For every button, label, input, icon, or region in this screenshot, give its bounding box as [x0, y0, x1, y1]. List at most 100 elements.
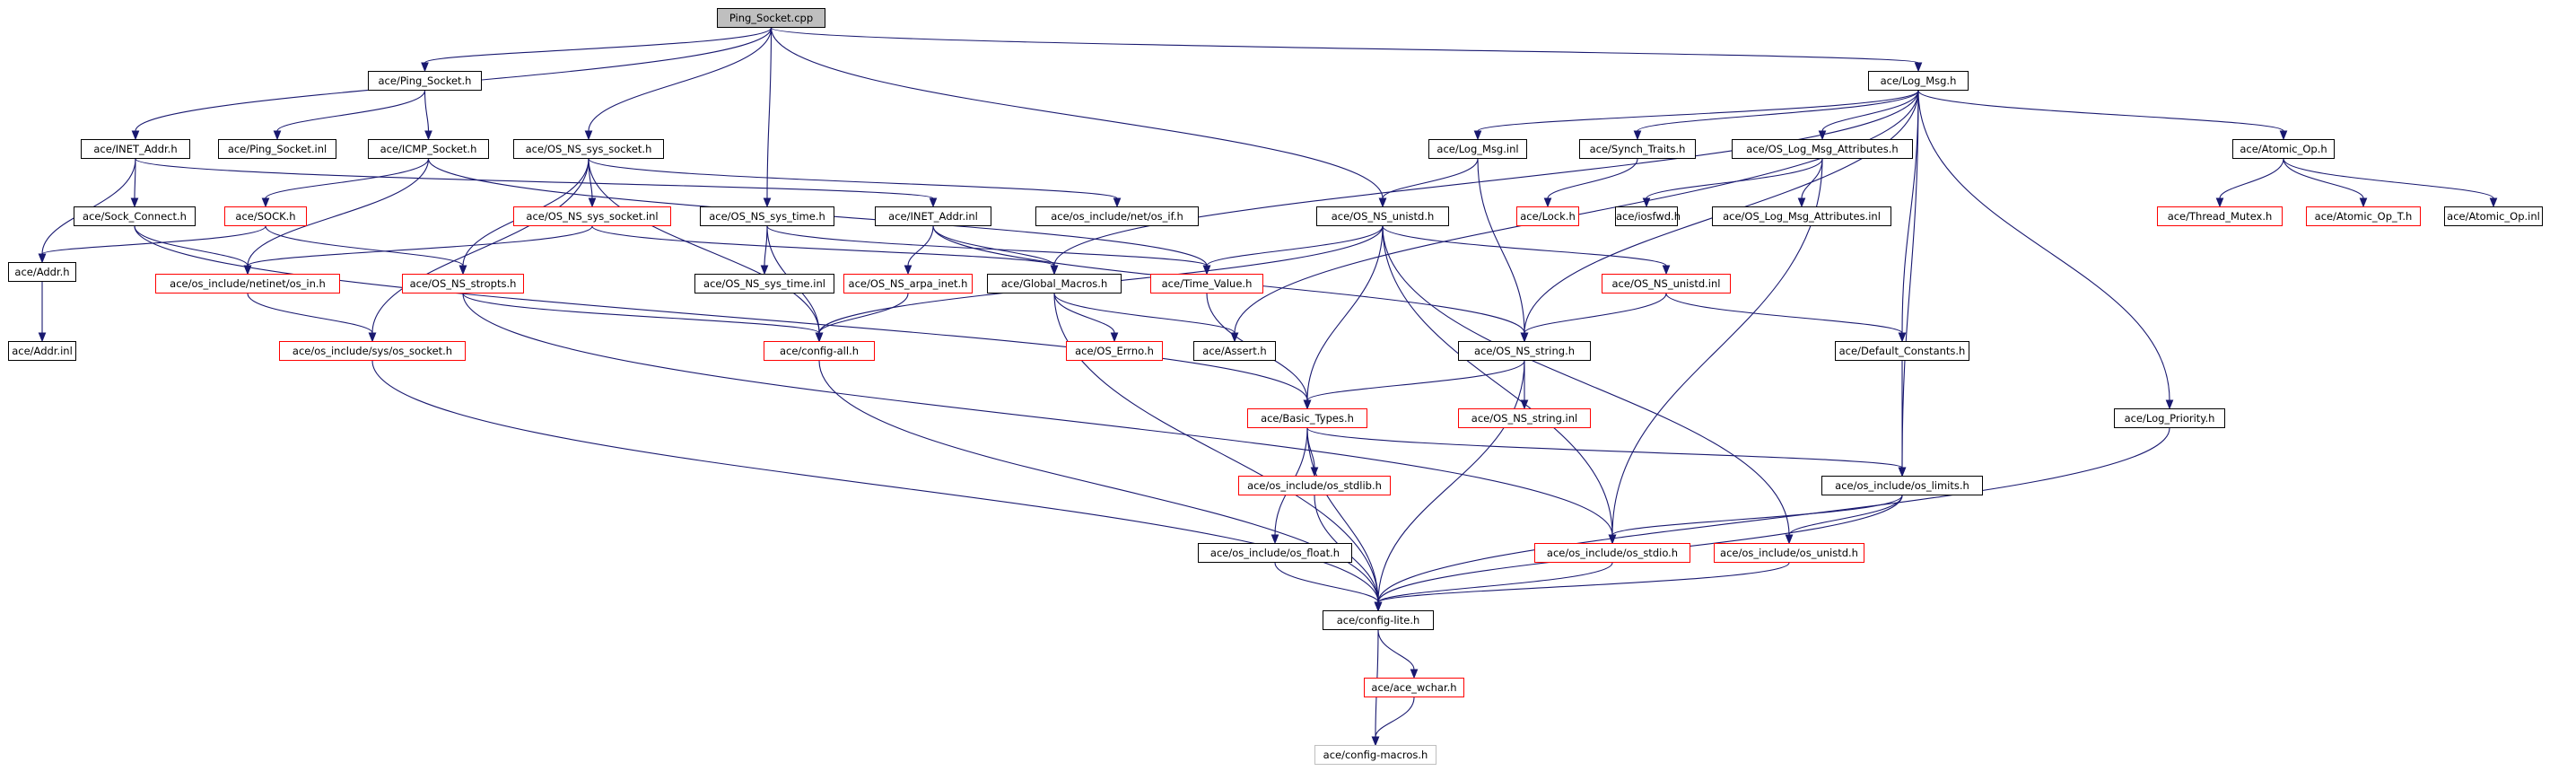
- edge-arrowhead: [1543, 197, 1552, 208]
- graph-node-ace-config-lite-h[interactable]: ace/config-lite.h: [1323, 610, 1434, 630]
- edge-arrowhead: [1110, 332, 1119, 343]
- edge-arrowhead: [1520, 399, 1529, 410]
- graph-node-ace-config-macros-h[interactable]: ace/config-macros.h: [1314, 745, 1436, 765]
- graph-node-ace-synch-traits-h[interactable]: ace/Synch_Traits.h: [1579, 139, 1696, 159]
- dependency-edges: [38, 27, 2498, 747]
- edge-n0-n14: [766, 27, 773, 199]
- edge-n9-n20: [1801, 158, 1823, 199]
- edge-n26-n45: [462, 293, 1613, 536]
- graph-node-ace-os-include-os-float-h[interactable]: ace/os_include/os_float.h: [1198, 543, 1352, 563]
- graph-node-ace-os-include-os-stdlib-h[interactable]: ace/os_include/os_stdlib.h: [1238, 476, 1391, 495]
- graph-node-ace-addr-inl[interactable]: ace/Addr.inl: [8, 341, 76, 361]
- graph-node-ace-ping-socket-h[interactable]: ace/Ping_Socket.h: [368, 71, 482, 91]
- graph-node-ace-atomic-op-h[interactable]: ace/Atomic_Op.h: [2232, 139, 2335, 159]
- graph-node-ace-atomic-op-t-h[interactable]: ace/Atomic_Op_T.h: [2306, 206, 2421, 226]
- graph-node-ace-os-ns-unistd-h[interactable]: ace/OS_NS_unistd.h: [1316, 206, 1449, 226]
- graph-node-ace-os-include-os-stdio-h[interactable]: ace/os_include/os_stdio.h: [1534, 543, 1690, 563]
- edge-n33-n47: [371, 360, 1379, 603]
- edge-arrowhead: [1202, 265, 1211, 276]
- graph-node-ace-os-ns-string-inl[interactable]: ace/OS_NS_string.inl: [1458, 408, 1591, 428]
- graph-node-ace-default-constants-h[interactable]: ace/Default_Constants.h: [1835, 341, 1969, 361]
- graph-node-ace-ace-wchar-h[interactable]: ace/ace_wchar.h: [1364, 678, 1464, 697]
- graph-node-ace-inet-addr-inl[interactable]: ace/INET_Addr.inl: [875, 206, 991, 226]
- edge-n41-n47: [1377, 427, 2170, 603]
- edge-arrowhead: [131, 130, 140, 141]
- graph-node-ace-os-include-os-unistd-h[interactable]: ace/os_include/os_unistd.h: [1714, 543, 1864, 563]
- edge-n31-n38: [1665, 293, 1903, 334]
- graph-node-ace-os-ns-string-h[interactable]: ace/OS_NS_string.h: [1458, 341, 1591, 361]
- graph-node-ace-config-all-h[interactable]: ace/config-all.h: [764, 341, 875, 361]
- edge-arrowhead: [421, 62, 429, 73]
- edge-n2-n7: [1477, 90, 1919, 132]
- edge-arrowhead: [1050, 265, 1059, 276]
- graph-node-ace-time-value-h[interactable]: ace/Time_Value.h: [1150, 274, 1263, 294]
- graph-node-ace-os-ns-sys-time-inl[interactable]: ace/OS_NS_sys_time.inl: [694, 274, 834, 294]
- edge-arrowhead: [1797, 197, 1806, 208]
- graph-node-ace-os-ns-sys-time-h[interactable]: ace/OS_NS_sys_time.h: [700, 206, 834, 226]
- edge-arrowhead: [2359, 197, 2368, 208]
- edge-n2-n43: [1901, 90, 1919, 469]
- graph-node-ace-addr-h[interactable]: ace/Addr.h: [8, 262, 76, 282]
- edge-n37-n39: [1306, 360, 1525, 401]
- graph-node-ace-sock-connect-h[interactable]: ace/Sock_Connect.h: [74, 206, 196, 226]
- edge-n17-n30: [1206, 225, 1384, 267]
- graph-node-ace-os-ns-stropts-h[interactable]: ace/OS_NS_stropts.h: [402, 274, 524, 294]
- edge-n13-n25: [247, 225, 593, 267]
- graph-node-ace-os-log-msg-attributes-h[interactable]: ace/OS_Log_Msg_Attributes.h: [1732, 139, 1913, 159]
- graph-node-ace-atomic-op-inl[interactable]: ace/Atomic_Op.inl: [2444, 206, 2543, 226]
- graph-node-ace-os-include-sys-os-socket-h[interactable]: ace/os_include/sys/os_socket.h: [279, 341, 466, 361]
- graph-node-ace-inet-addr-h[interactable]: ace/INET_Addr.h: [81, 139, 190, 159]
- edge-n48-n49: [1375, 697, 1415, 738]
- edge-n28-n34: [818, 293, 909, 334]
- edge-arrowhead: [243, 265, 252, 276]
- edge-arrowhead: [424, 130, 432, 141]
- edge-arrowhead: [1898, 332, 1907, 343]
- edge-n2-n10: [1917, 90, 2284, 132]
- edge-n2-n38: [1901, 90, 1919, 334]
- graph-node-ace-os-include-net-os-if-h[interactable]: ace/os_include/net/os_if.h: [1035, 206, 1199, 226]
- edge-n11-n25: [134, 225, 249, 267]
- edge-n0-n1: [424, 27, 773, 64]
- graph-node-ace-log-priority-h[interactable]: ace/Log_Priority.h: [2114, 408, 2225, 428]
- edge-n25-n33: [247, 293, 373, 334]
- graph-node-ace-basic-types-h[interactable]: ace/Basic_Types.h: [1247, 408, 1367, 428]
- edge-arrowhead: [588, 197, 597, 208]
- edge-n10-n23: [2283, 158, 2494, 199]
- edge-n47-n48: [1377, 629, 1415, 670]
- graph-node-ace-thread-mutex-h[interactable]: ace/Thread_Mutex.h: [2157, 206, 2283, 226]
- edge-arrowhead: [1271, 534, 1279, 545]
- edge-arrowhead: [815, 332, 824, 343]
- graph-node-ace-iosfwd-h[interactable]: ace/iosfwd.h: [1615, 206, 1681, 226]
- graph-node-ace-log-msg-inl[interactable]: ace/Log_Msg.inl: [1428, 139, 1527, 159]
- edge-n7-n17: [1382, 158, 1479, 199]
- graph-node-ace-os-include-os-limits-h[interactable]: ace/os_include/os_limits.h: [1821, 476, 1983, 495]
- edge-arrowhead: [1914, 62, 1923, 73]
- graph-node-ace-ping-socket-inl[interactable]: ace/Ping_Socket.inl: [218, 139, 336, 159]
- graph-node-ace-assert-h[interactable]: ace/Assert.h: [1193, 341, 1276, 361]
- graph-node-ace-os-log-msg-attributes-inl[interactable]: ace/OS_Log_Msg_Attributes.inl: [1712, 206, 1891, 226]
- edge-n10-n21: [2219, 158, 2284, 199]
- edge-n44-n47: [1274, 562, 1379, 603]
- graph-node-ace-os-include-netinet-os-in-h[interactable]: ace/os_include/netinet/os_in.h: [155, 274, 340, 294]
- graph-node-ace-sock-h[interactable]: ace/SOCK.h: [224, 206, 307, 226]
- graph-node-ace-os-ns-unistd-inl[interactable]: ace/OS_NS_unistd.inl: [1602, 274, 1731, 294]
- graph-node-ace-os-ns-arpa-inet-h[interactable]: ace/OS_NS_arpa_inet.h: [843, 274, 973, 294]
- graph-node-ping-socket-cpp[interactable]: Ping_Socket.cpp: [717, 8, 825, 28]
- graph-node-ace-os-ns-sys-socket-inl[interactable]: ace/OS_NS_sys_socket.inl: [513, 206, 671, 226]
- edge-arrowhead: [38, 332, 47, 343]
- graph-node-ace-global-macros-h[interactable]: ace/Global_Macros.h: [987, 274, 1122, 294]
- edge-n10-n22: [2283, 158, 2364, 199]
- edge-n8-n18: [1547, 158, 1638, 199]
- graph-node-ace-os-errno-h[interactable]: ace/OS_Errno.h: [1066, 341, 1163, 361]
- edge-n0-n6: [588, 27, 773, 132]
- edge-arrowhead: [1371, 736, 1380, 747]
- graph-node-ace-log-msg-h[interactable]: ace/Log_Msg.h: [1868, 71, 1969, 91]
- graph-node-ace-lock-h[interactable]: ace/Lock.h: [1516, 206, 1579, 226]
- edge-arrowhead: [38, 253, 47, 264]
- edge-n17-n46: [1382, 225, 1790, 536]
- graph-node-ace-icmp-socket-h[interactable]: ace/ICMP_Socket.h: [368, 139, 489, 159]
- edge-n17-n31: [1382, 225, 1667, 267]
- edge-arrowhead: [1662, 265, 1671, 276]
- edge-n11-n39: [134, 225, 1308, 401]
- graph-node-ace-os-ns-sys-socket-h[interactable]: ace/OS_NS_sys_socket.h: [513, 139, 664, 159]
